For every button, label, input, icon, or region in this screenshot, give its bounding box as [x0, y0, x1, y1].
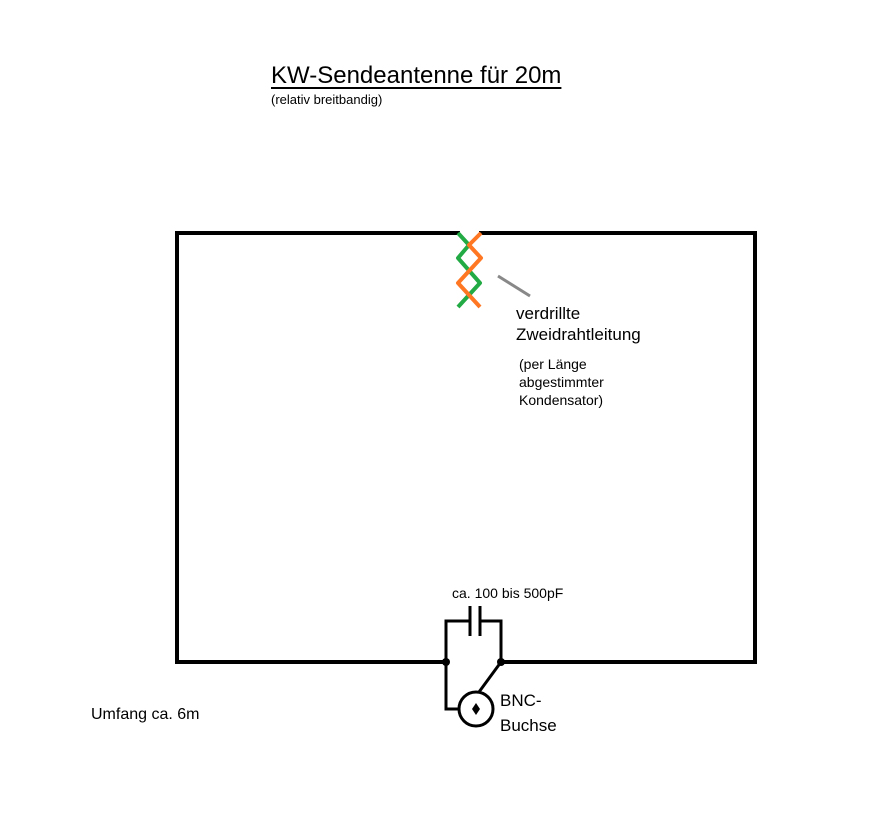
label-pointer-line	[497, 274, 531, 298]
bnc-label-line2: Buchse	[500, 716, 557, 735]
twisted-pair-note-line3: Kondensator)	[519, 392, 604, 408]
twisted-pair-note-line2: abgestimmter	[519, 374, 604, 390]
diagram-subtitle: (relativ breitbandig)	[271, 92, 383, 107]
antenna-loop	[175, 231, 757, 664]
bnc-center-pin	[472, 703, 480, 715]
capacitor-lead-left	[444, 619, 470, 662]
circumference-label: Umfang ca. 6m	[91, 706, 200, 723]
capacitor-label: ca. 100 bis 500pF	[452, 585, 564, 601]
bnc-wiring	[444, 661, 503, 711]
twisted-pair-label-line1: verdrillte	[516, 304, 581, 323]
twisted-wire-orange	[456, 231, 483, 309]
bnc-socket	[457, 690, 495, 728]
twisted-pair-label-line2: Zweidrahtleitung	[516, 325, 641, 344]
bnc-shield-lead	[444, 662, 458, 711]
diagram-title: KW-Sendeantenne für 20m	[271, 62, 562, 89]
capacitor	[444, 606, 503, 662]
bnc-label-line1: BNC-	[500, 691, 542, 710]
twisted-wire-green	[456, 231, 482, 309]
bnc-center-lead	[477, 661, 503, 693]
capacitor-lead-right	[480, 619, 503, 662]
twisted-pair-note-line1: (per Länge	[519, 356, 587, 372]
twisted-pair-line	[456, 231, 483, 309]
